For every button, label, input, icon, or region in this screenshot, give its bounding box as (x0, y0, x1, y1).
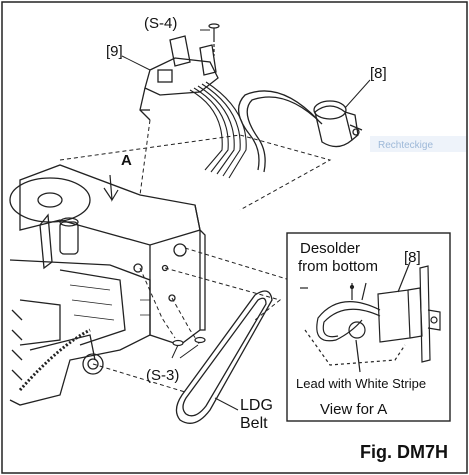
label-screw-s4: (S-4) (144, 15, 177, 32)
label-part-9: [9] (106, 43, 123, 60)
label-view-a: A (121, 152, 132, 169)
label-screw-s3: (S-3) (146, 367, 179, 384)
watermark-box (370, 136, 466, 152)
screws-s3-drawing (172, 336, 206, 347)
label-belt-line2: Belt (240, 415, 268, 432)
label-part-8: [8] (370, 65, 387, 82)
chassis-drawing (9, 164, 206, 406)
inset-view-label: View for A (320, 401, 387, 418)
inset-lead-label: Lead with White Stripe (296, 376, 426, 391)
ldg-belt (175, 290, 273, 424)
label-belt-line1: LDG (240, 397, 273, 414)
screw-s4-drawing (208, 23, 220, 56)
watermark-text: Rechteckige (378, 140, 433, 151)
bracket-part-9 (139, 35, 219, 121)
view-arrow-a (103, 174, 119, 202)
inset-drawing (300, 261, 441, 373)
inset-desolder-line1: Desolder (300, 240, 360, 257)
inset-view-a: Desolder from bottom [8] Lead with White… (286, 232, 451, 422)
dashed-guides (59, 119, 332, 393)
leader-lines (121, 29, 371, 411)
motor-part-8 (238, 90, 363, 173)
inset-frame (286, 232, 451, 422)
inset-desolder-line2: from bottom (298, 258, 378, 275)
ribbon-cable (189, 81, 247, 179)
inset-part-8-label: [8] (404, 249, 421, 266)
figure-title: Fig. DM7H (360, 442, 448, 462)
